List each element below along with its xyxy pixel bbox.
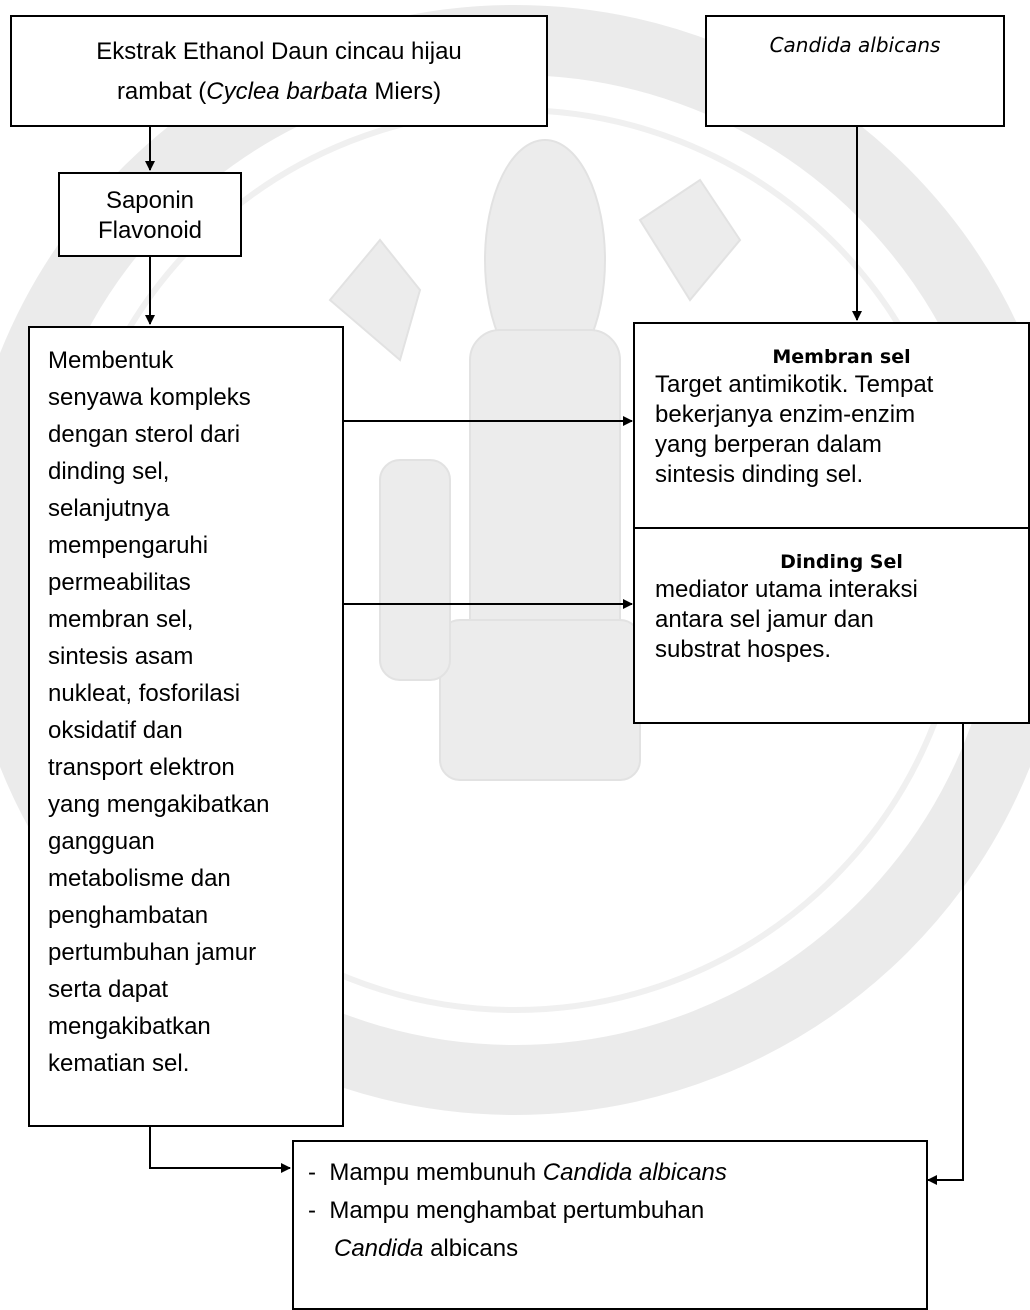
mechanism-line: pertumbuhan jamur	[48, 939, 257, 966]
mechanism-line: dengan sterol dari	[48, 421, 241, 448]
wall-line: antara sel jamur dan	[655, 606, 874, 633]
mechanism-line: sintesis asam	[48, 643, 194, 670]
wall-line: substrat hospes.	[655, 636, 832, 663]
mechanism-line: gangguan	[48, 828, 155, 855]
compound-saponin: Saponin	[105, 187, 195, 214]
result-item-1: - Mampu membunuh Candida albicans	[308, 1159, 727, 1186]
membrane-line: bekerjanya enzim-enzim	[655, 401, 916, 428]
membrane-line: Target antimikotik. Tempat	[655, 371, 934, 398]
mechanism-line: Membentuk	[48, 347, 174, 374]
membrane-line: sintesis dinding sel.	[655, 461, 864, 488]
mechanism-line: nukleat, fosforilasi	[48, 680, 241, 707]
membrane-title: Membran sel	[772, 346, 911, 368]
mechanism-text: Membentuk senyawa kompleks dengan sterol…	[48, 342, 342, 1082]
wall-line: mediator utama interaksi	[655, 576, 918, 603]
membrane-line: yang berperan dalam	[655, 431, 882, 458]
compound-flavonoid: Flavonoid	[97, 217, 203, 244]
mechanism-line: transport elektron	[48, 754, 235, 781]
mechanism-line: permeabilitas	[48, 569, 191, 596]
mechanism-line: metabolisme dan	[48, 865, 231, 892]
mechanism-line: oksidatif dan	[48, 717, 183, 744]
membrane-desc: Target antimikotik. Tempat bekerjanya en…	[655, 370, 1028, 490]
mechanism-line: serta dapat	[48, 976, 169, 1003]
membrane-box: Membran sel Target antimikotik. Tempat b…	[633, 322, 1030, 529]
result-item-2-cont: Candida albicans	[334, 1235, 519, 1262]
mechanism-line: kematian sel.	[48, 1050, 190, 1077]
candida-label: Candida albicans	[769, 33, 941, 57]
mechanism-line: mengakibatkan	[48, 1013, 211, 1040]
wall-box: Dinding Sel mediator utama interaksi ant…	[633, 527, 1030, 724]
extract-box: Ekstrak Ethanol Daun cincau hijau rambat…	[10, 15, 548, 127]
arrow-wall-to-result	[927, 724, 964, 1185]
mechanism-line: dinding sel,	[48, 458, 170, 485]
wall-desc: mediator utama interaksi antara sel jamu…	[655, 575, 1028, 665]
mechanism-line: yang mengakibatkan	[48, 791, 270, 818]
wall-title: Dinding Sel	[780, 551, 903, 573]
mechanism-box: Membentuk senyawa kompleks dengan sterol…	[28, 326, 344, 1127]
extract-line1: Ekstrak Ethanol Daun cincau hijau	[96, 38, 462, 65]
mechanism-line: membran sel,	[48, 606, 194, 633]
mechanism-line: mempengaruhi	[48, 532, 209, 559]
result-item-2: - Mampu menghambat pertumbuhan	[308, 1197, 705, 1224]
mechanism-line: selanjutnya	[48, 495, 170, 522]
arrow-mechanism-to-result	[149, 1127, 291, 1173]
candida-box: Candida albicans	[705, 15, 1005, 127]
compound-box: Saponin Flavonoid	[58, 172, 242, 257]
extract-line2: rambat (Cyclea barbata Miers)	[116, 78, 442, 105]
mechanism-line: senyawa kompleks	[48, 384, 251, 411]
mechanism-line: penghambatan	[48, 902, 209, 929]
result-box: - Mampu membunuh Candida albicans - Mamp…	[292, 1140, 928, 1310]
